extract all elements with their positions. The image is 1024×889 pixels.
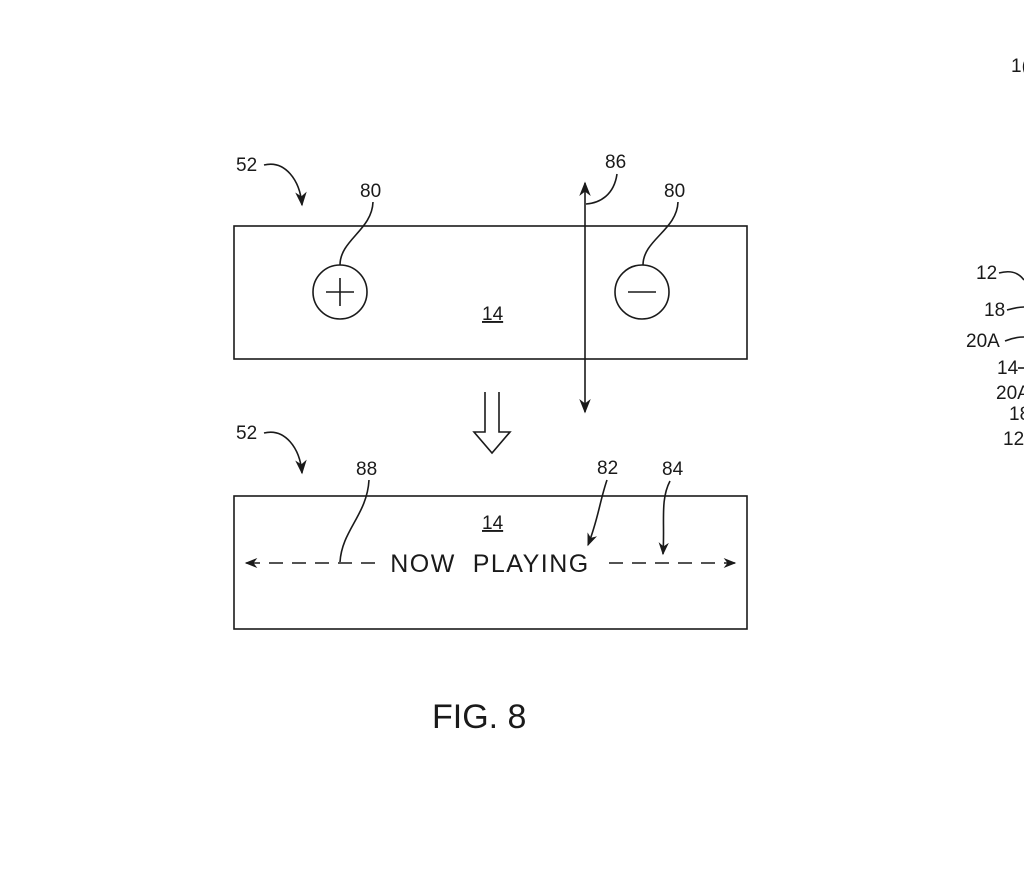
scroll-arrow-leader-arrow — [658, 480, 671, 556]
top-panel-leader-arrow — [263, 163, 307, 207]
top-surface-ref-label: 14 — [482, 304, 504, 325]
scroll-path-ref-label: 88 — [356, 459, 377, 480]
swipe-gesture-ref-label: 86 — [605, 152, 626, 173]
edge-leader-line — [1004, 336, 1024, 342]
scroll-path-leader-line — [339, 479, 370, 563]
now-playing-text: NOW PLAYING — [390, 550, 590, 578]
figure-caption: FIG. 8 — [432, 698, 526, 736]
minus-button-ref-label: 80 — [664, 181, 685, 202]
edge-label: 14 — [997, 358, 1019, 379]
adjacent-figure-fragment: 1( 12 18 20A 14 20A 18 12 — [966, 56, 1024, 450]
edge-label: 1( — [1011, 56, 1024, 77]
edge-label: 12 — [976, 263, 997, 284]
display-text-leader-arrow — [587, 479, 608, 547]
top-panel-box — [233, 225, 748, 360]
edge-label: 12 — [1003, 429, 1024, 450]
bottom-panel-leader-arrow — [263, 431, 307, 475]
transition-down-arrow — [472, 392, 512, 455]
bottom-panel-ref-label: 52 — [236, 423, 257, 444]
edge-label: 20A — [966, 331, 1000, 352]
edge-label: 18 — [984, 300, 1005, 321]
plus-button-leader-line — [339, 201, 374, 266]
bottom-surface-ref-label: 14 — [482, 513, 504, 534]
top-panel-ref-label: 52 — [236, 155, 257, 176]
scroll-arrow-ref-label: 84 — [662, 459, 684, 480]
edge-label: 20A — [996, 383, 1024, 404]
bottom-panel: 52 14 NOW PLAYING 88 82 84 — [233, 423, 748, 630]
plus-button-ref-label: 80 — [360, 181, 381, 202]
display-text-ref-label: 82 — [597, 458, 618, 479]
edge-leader-line — [1006, 306, 1024, 311]
top-panel: 52 80 80 14 86 — [233, 152, 748, 414]
edge-label: 18 — [1009, 404, 1024, 425]
minus-button-leader-line — [642, 201, 679, 266]
minus-button-icon[interactable] — [614, 264, 670, 320]
swipe-gesture-leader-line — [585, 173, 618, 205]
edge-leader-line — [998, 270, 1024, 281]
